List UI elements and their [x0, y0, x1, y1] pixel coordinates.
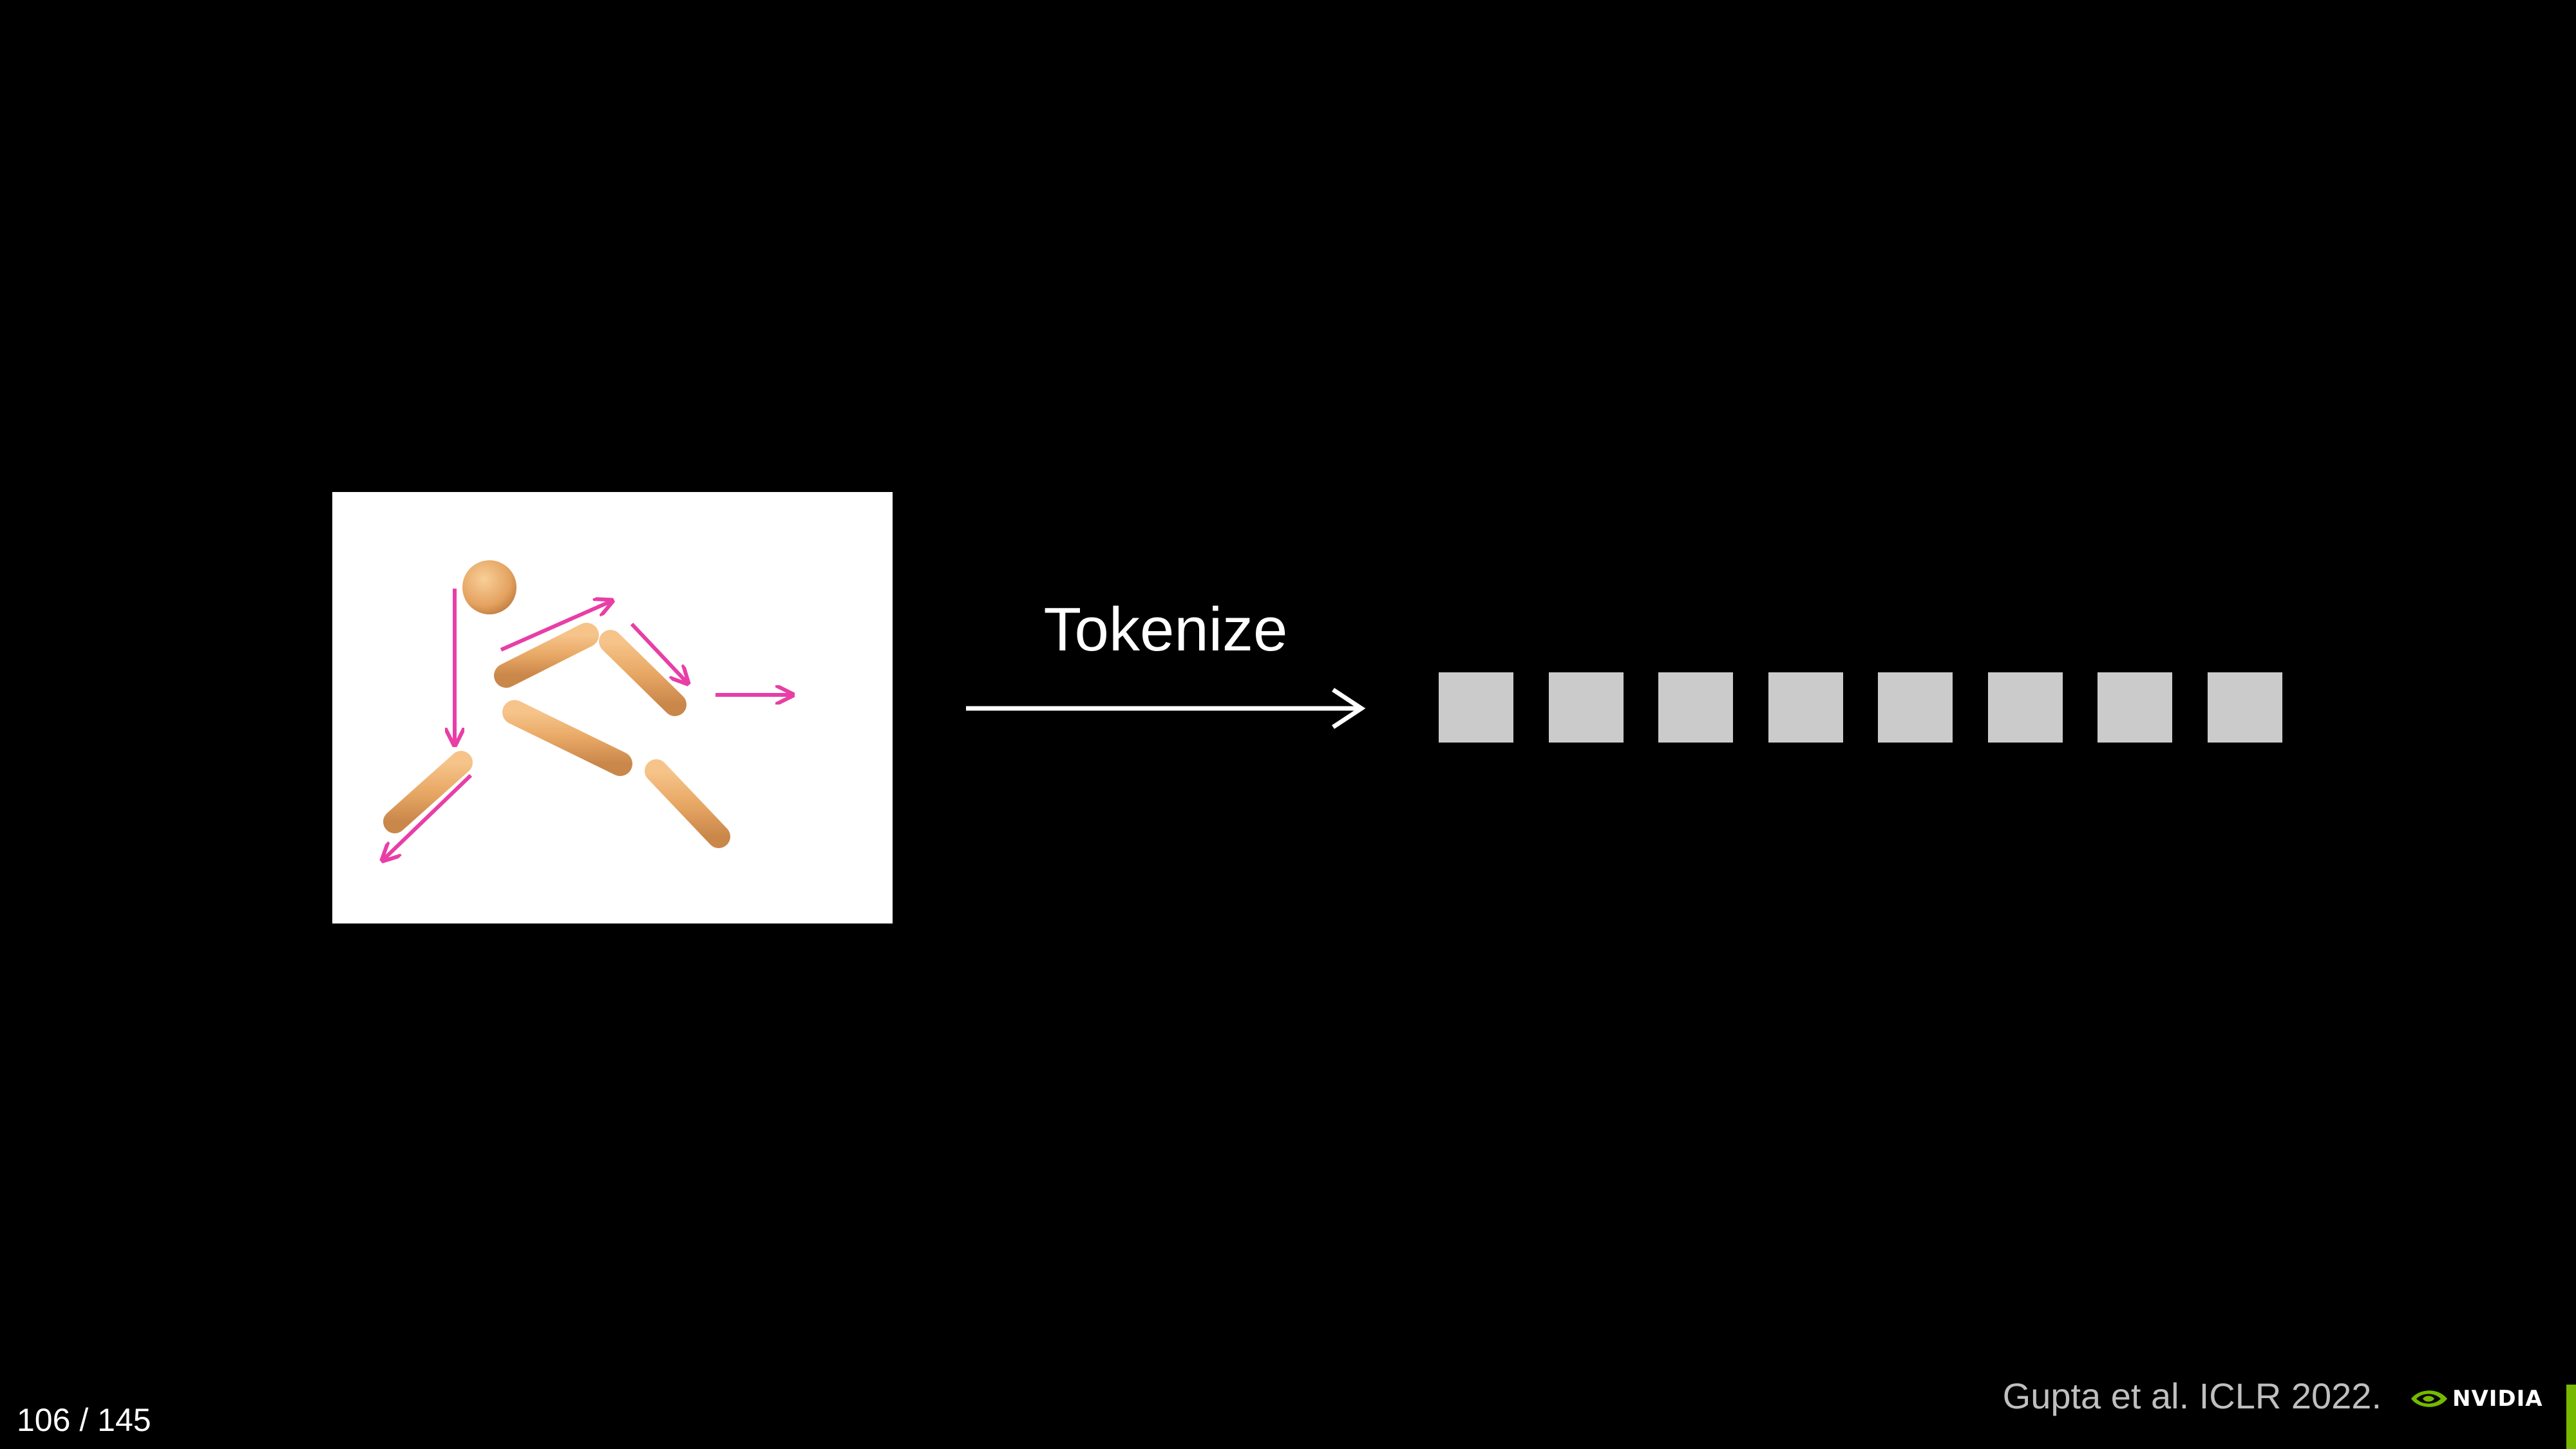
nvidia-wordmark: NVIDIA — [2452, 1386, 2543, 1412]
token-square — [1878, 672, 1953, 743]
token-square — [2098, 672, 2172, 743]
nvidia-logo: NVIDIA — [2410, 1385, 2543, 1413]
citation-text: Gupta et al. ICLR 2022. — [2002, 1376, 2382, 1416]
token-square — [1988, 672, 2063, 743]
limb-shin — [645, 759, 730, 848]
page-total: 145 — [97, 1402, 151, 1438]
humanoid-skeleton-illustration — [332, 560, 849, 923]
token-square — [1439, 672, 1513, 743]
token-square — [1768, 672, 1843, 743]
motion-arrow-forearm — [630, 622, 687, 682]
humanoid-figure-panel — [332, 492, 893, 923]
nvidia-eye-icon — [2411, 1390, 2447, 1407]
page-counter: 106 / 145 — [17, 1404, 151, 1436]
token-square — [1658, 672, 1733, 743]
token-square — [2208, 672, 2282, 743]
brand-accent-bar — [2566, 1385, 2576, 1449]
limb-thigh — [502, 700, 632, 776]
tokenize-arrow — [966, 688, 1366, 729]
skeleton-head — [462, 560, 516, 614]
limb-forearm — [599, 630, 687, 716]
page-separator: / — [79, 1402, 89, 1438]
tokenize-label: Tokenize — [1043, 595, 1288, 664]
motion-arrow-leg — [384, 773, 473, 859]
limb-upper-arm — [494, 623, 599, 688]
token-square — [1549, 672, 1624, 743]
limb-back-leg — [383, 751, 473, 833]
motion-arrow-arm — [500, 601, 611, 652]
page-current: 106 — [17, 1402, 71, 1438]
